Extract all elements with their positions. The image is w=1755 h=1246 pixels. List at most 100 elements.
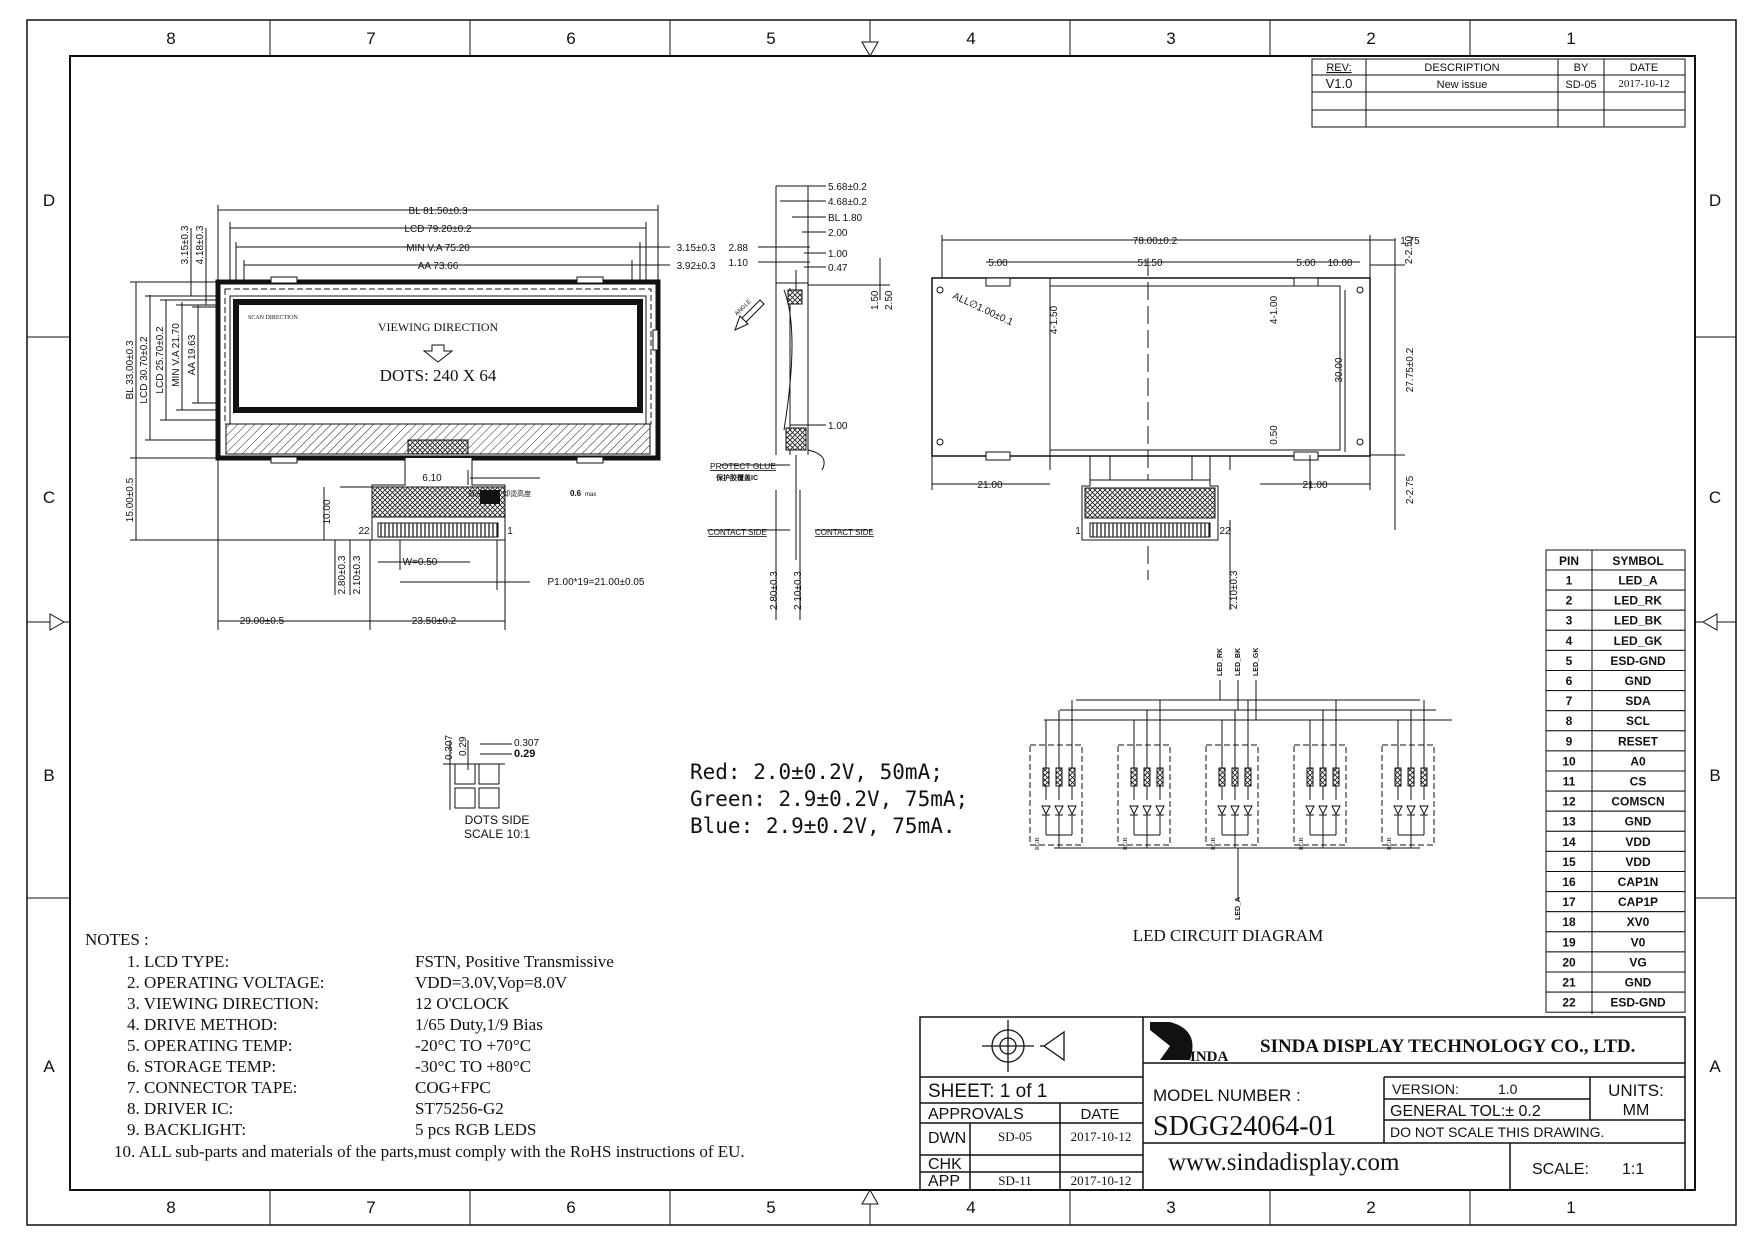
led-diode-icon <box>1230 805 1240 816</box>
resistor-icon <box>1394 767 1402 787</box>
led-diode-icon <box>1305 805 1315 816</box>
resistor-icon <box>1156 767 1164 787</box>
resistor-icon <box>1068 767 1076 787</box>
rev-header: BY <box>1574 62 1589 74</box>
led-diode-icon <box>1243 805 1253 816</box>
pin-number: 12 <box>1562 795 1576 809</box>
resistor-icon <box>1042 767 1050 787</box>
notes-title: NOTES : <box>85 930 149 949</box>
cn-max-unit: max <box>585 492 596 498</box>
dim-label: 0.50 <box>1269 425 1280 445</box>
dim-label: 4-1.50 <box>1049 305 1060 334</box>
rev-cell: New issue <box>1437 79 1488 91</box>
dim-label: AA 19.63 <box>187 334 198 375</box>
dim-label: BL 33.00±0.3 <box>125 340 136 399</box>
pin-symbol: CAP1N <box>1618 875 1659 889</box>
approval-date: 2017-10-12 <box>1071 1129 1132 1144</box>
pin-row <box>1545 991 1686 1013</box>
note-value: 12 O'CLOCK <box>415 994 510 1013</box>
logo-text: INDA <box>1190 1049 1229 1065</box>
dim-label: 0.47 <box>828 263 848 274</box>
resistor-icon <box>1420 767 1428 787</box>
cn-note: 背光焊盘，卸烫高度 <box>468 489 531 498</box>
resistor-icon <box>1244 767 1252 787</box>
model-label: MODEL NUMBER : <box>1153 1086 1301 1105</box>
approval-by: SD-05 <box>998 1129 1032 1144</box>
tolerance: GENERAL TOL:± 0.2 <box>1390 1103 1541 1120</box>
rgb-label: RGB <box>1035 838 1041 850</box>
pin-symbol: VDD <box>1625 855 1651 869</box>
row-labels: D C B A D C B A <box>43 191 1721 1076</box>
pin-label: 1 <box>1075 526 1081 537</box>
angle-arrow-icon <box>734 299 765 331</box>
rgb-label: RGB <box>1123 838 1129 850</box>
dim-label: 4-1.00 <box>1269 295 1280 324</box>
pin-symbol: LED_RK <box>1614 594 1662 608</box>
dots-label: DOTS: 240 X 64 <box>380 366 497 385</box>
pin-symbol: GND <box>1625 674 1652 688</box>
dim-label: 1.50 <box>870 290 881 310</box>
led-label: LED_GK <box>1253 648 1260 676</box>
col-label: 6 <box>566 29 575 48</box>
dim-label: 0.307 <box>514 738 539 749</box>
pin-symbol: V0 <box>1631 935 1646 949</box>
rgb-label: RGB <box>1387 838 1393 850</box>
approval-by: SD-11 <box>998 1173 1031 1188</box>
dim-label: 21.00 <box>977 480 1002 491</box>
led-group: RGB <box>1381 700 1435 850</box>
col-label: 7 <box>366 29 375 48</box>
col-label: 3 <box>1166 1198 1175 1217</box>
note-value: COG+FPC <box>415 1078 491 1097</box>
pin-symbol: XV0 <box>1627 915 1650 929</box>
column-labels-top: 8 7 6 5 4 3 2 1 <box>166 29 1575 48</box>
resistor-icon <box>1306 767 1314 787</box>
pin-number: 1 <box>1566 574 1573 588</box>
pin-number: 21 <box>1562 976 1576 990</box>
dim-label: 29.00±0.5 <box>240 616 285 627</box>
col-label: 1 <box>1566 1198 1575 1217</box>
dim-label: 4.68±0.2 <box>828 197 867 208</box>
title-block: INDA SINDA DISPLAY TECHNOLOGY CO., LTD. … <box>919 1016 1686 1191</box>
led-spec-green: Green: 2.9±0.2V, 75mA; <box>690 787 968 811</box>
note-label: 3. VIEWING DIRECTION: <box>127 994 319 1013</box>
dim-label: 2.10±0.3 <box>793 571 804 610</box>
dim-label: 0.29 <box>514 748 535 760</box>
dim-label: P1.00*19=21.00±0.05 <box>548 577 645 588</box>
sinda-logo: INDA <box>1150 1022 1229 1065</box>
dim-label: LCD 25.70±0.2 <box>155 326 166 394</box>
notes: NOTES : 1. LCD TYPE:FSTN, Positive Trans… <box>85 930 745 1161</box>
note-value: -30°C TO +80°C <box>415 1057 531 1076</box>
col-label: 2 <box>1366 29 1375 48</box>
led-specs: Red: 2.0±0.2V, 50mA; Green: 2.9±0.2V, 75… <box>690 760 968 838</box>
dim-label: 0.29 <box>458 736 469 756</box>
pin-symbol: ESD-GND <box>1610 654 1666 668</box>
dim-label: 5.00 <box>1296 258 1316 269</box>
contact-side-label: CONTACT SIDE <box>815 528 874 537</box>
resistor-icon <box>1218 767 1226 787</box>
column-labels-bottom: 8 7 6 5 4 3 2 1 <box>166 1198 1575 1217</box>
scale-value: 1:1 <box>1622 1161 1644 1178</box>
pin-number: 15 <box>1562 855 1576 869</box>
led-diode-icon <box>1155 805 1165 816</box>
front-view: BL 81.50±0.3 LCD 79.20±0.2 MIN V.A 75.20… <box>125 205 716 630</box>
led-diode-icon <box>1331 805 1341 816</box>
pin-number: 8 <box>1566 714 1573 728</box>
dim-label: 1.75 <box>1400 236 1420 247</box>
col-label: 8 <box>166 29 175 48</box>
viewing-direction-label: VIEWING DIRECTION <box>378 320 499 334</box>
pin-header: SYMBOL <box>1612 554 1663 568</box>
pin-header: PIN <box>1559 554 1579 568</box>
model-number: SDGG24064-01 <box>1153 1111 1337 1142</box>
pin-number: 2 <box>1566 594 1573 608</box>
resistor-icon <box>1143 767 1151 787</box>
dim-label: 3.92±0.3 <box>677 261 716 272</box>
approvals-label: APPROVALS <box>928 1106 1024 1123</box>
dim-label: 3.15±0.3 <box>677 243 716 254</box>
dim-label: AA 73.66 <box>418 261 459 272</box>
pin-number: 11 <box>1563 775 1576 789</box>
pin-symbol: GND <box>1625 976 1652 990</box>
pin-symbol: LED_A <box>1618 574 1658 588</box>
led-diode-icon <box>1419 805 1429 816</box>
dim-label: 3.15±0.3 <box>180 225 191 264</box>
